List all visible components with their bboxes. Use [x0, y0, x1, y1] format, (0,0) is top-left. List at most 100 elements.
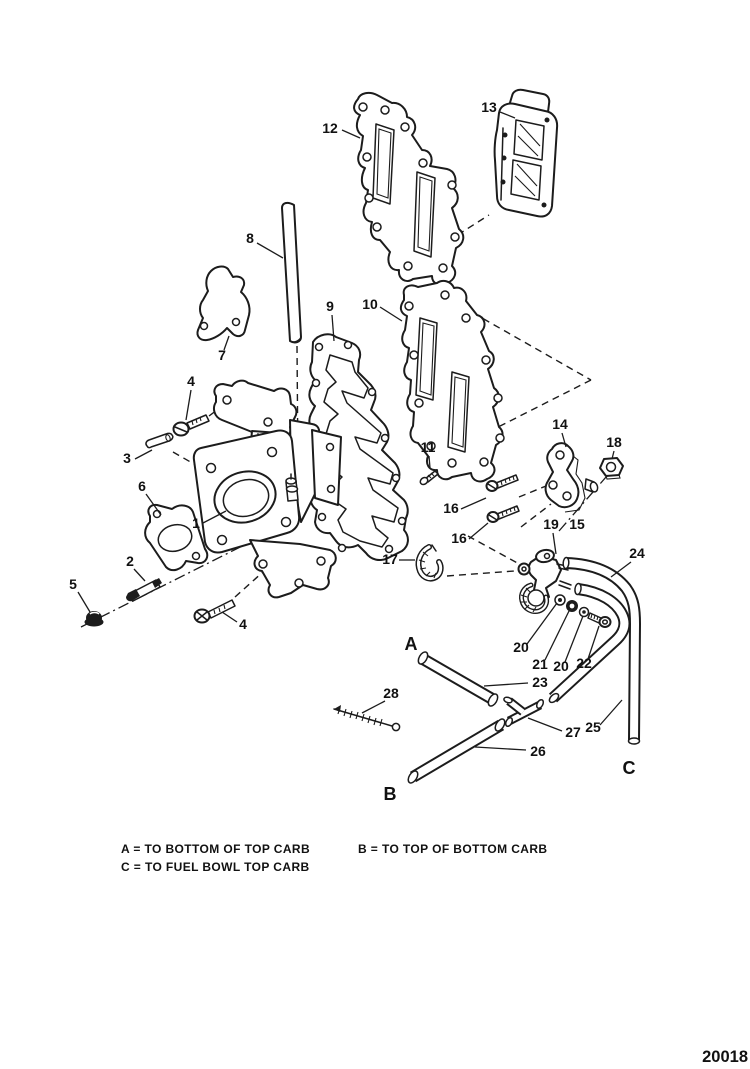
part-22-screw — [587, 612, 612, 628]
part-27-tee-fitting — [503, 696, 545, 728]
callout-23: 23 — [532, 674, 548, 690]
figure-number: 20018 — [702, 1048, 748, 1066]
part-5-nut — [84, 611, 104, 627]
part-28-tie-strap — [333, 705, 401, 732]
legend-entry-a: A = TO BOTTOM OF TOP CARB — [121, 842, 310, 856]
callout-4b: 4 — [239, 616, 247, 632]
callout-17: 17 — [382, 551, 398, 567]
part-20-washer-b — [578, 606, 590, 618]
callout-leader-21 — [544, 610, 570, 661]
legend: A = TO BOTTOM OF TOP CARB B = TO TOP OF … — [121, 842, 547, 874]
part-3-dowel-pin — [145, 432, 174, 449]
callout-7: 7 — [218, 347, 226, 363]
callout-8: 8 — [246, 230, 254, 246]
callout-leader-16b — [468, 522, 489, 540]
callout-leader-11 — [428, 455, 431, 469]
part-10-bolt-holes — [404, 290, 505, 468]
callout-leader-18 — [611, 450, 615, 460]
callout-20a: 20 — [513, 639, 529, 655]
callout-leader-27 — [527, 717, 563, 732]
callout-13: 13 — [481, 99, 497, 115]
part-2-stud — [126, 578, 162, 602]
callout-leader-2 — [133, 568, 146, 582]
callout-leader-23 — [483, 682, 529, 687]
part-4-bolt-top — [172, 414, 210, 437]
part-11-screw — [419, 470, 439, 486]
part-13-reed-block — [493, 88, 559, 218]
callout-leader-6 — [145, 493, 162, 516]
part-10-reed-plate — [399, 279, 505, 483]
callout-leader-14 — [561, 432, 567, 448]
part-18-nut — [599, 457, 624, 480]
callout-5: 5 — [69, 576, 77, 592]
callout-leader-3 — [134, 449, 153, 460]
part-21-grommet — [566, 600, 578, 612]
callout-24: 24 — [629, 545, 645, 561]
part-19-check-valve — [517, 548, 572, 614]
callout-leader-9 — [331, 314, 335, 342]
callout-26: 26 — [530, 743, 546, 759]
callout-27: 27 — [565, 724, 581, 740]
legend-entry-c: C = TO FUEL BOWL TOP CARB — [121, 860, 310, 874]
callout-leader-16a — [460, 497, 487, 510]
flow-label-A: A — [405, 634, 418, 654]
callout-leader-25 — [599, 699, 623, 726]
callout-4a: 4 — [187, 373, 195, 389]
callout-leader-8 — [256, 242, 284, 259]
part-16-screw-lower — [486, 505, 520, 523]
callout-leader-13 — [499, 111, 516, 119]
callout-28: 28 — [383, 685, 399, 701]
part-4-bolt-bottom — [193, 599, 236, 624]
flow-label-C: C — [623, 758, 636, 778]
hose-23 — [417, 651, 499, 707]
callout-leader-22 — [587, 625, 600, 660]
part-12-bolt-holes — [358, 102, 460, 273]
part-14-bracket — [544, 442, 586, 513]
callout-14: 14 — [552, 416, 568, 432]
callout-leader-10 — [379, 306, 403, 322]
callout-15: 15 — [569, 516, 585, 532]
hose-25 — [548, 582, 631, 704]
part-6-mount-gasket — [144, 503, 209, 572]
callout-leader-24 — [610, 561, 632, 578]
callout-18: 18 — [606, 434, 622, 450]
callout-leader-19 — [552, 532, 557, 555]
callout-leader-1 — [202, 510, 227, 524]
callout-11: 11 — [421, 439, 436, 455]
callout-6: 6 — [138, 478, 146, 494]
part-12-reed-plate-gasket — [353, 91, 465, 286]
part-8-tube — [281, 201, 302, 344]
part-15-bushing — [584, 478, 599, 493]
callout-12: 12 — [322, 120, 338, 136]
callout-21: 21 — [532, 656, 548, 672]
hose-26 — [407, 718, 506, 784]
part-1-intake-manifold — [192, 379, 342, 599]
callout-10: 10 — [362, 296, 378, 312]
callout-9: 9 — [326, 298, 334, 314]
callout-leader-4b — [221, 611, 238, 623]
callout-25: 25 — [585, 719, 601, 735]
callout-19: 19 — [543, 516, 559, 532]
callout-leader-20a — [526, 602, 558, 645]
manifold-nipple-fitting — [285, 473, 299, 502]
flow-label-B: B — [384, 784, 397, 804]
part-20-washer-a — [554, 594, 566, 606]
callout-2: 2 — [126, 553, 134, 569]
part-16-screw-upper — [485, 474, 519, 492]
callout-leader-26 — [474, 746, 527, 751]
legend-entry-b: B = TO TOP OF BOTTOM CARB — [358, 842, 547, 856]
callout-leader-28 — [361, 700, 386, 714]
callout-16a: 16 — [443, 500, 459, 516]
part-17-clip — [415, 544, 444, 582]
callout-22: 22 — [576, 655, 592, 671]
hose-24 — [562, 556, 642, 745]
part-7-bracket — [196, 265, 251, 342]
callout-leader-4a — [185, 389, 192, 421]
callout-leader-5 — [77, 591, 91, 613]
callout-leader-12 — [341, 129, 361, 139]
callout-leader-20b — [564, 615, 584, 663]
callout-leader-7 — [223, 335, 230, 351]
